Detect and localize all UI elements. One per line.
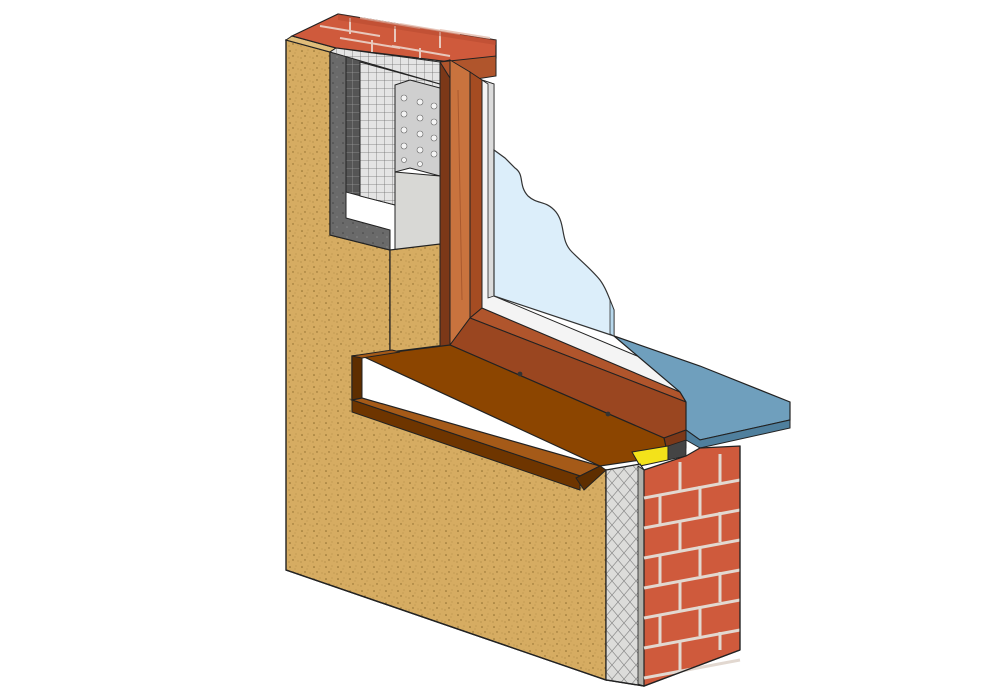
corner-profile <box>394 79 441 177</box>
exterior-sill <box>349 344 669 491</box>
insulation-reveal <box>389 243 447 353</box>
brick-wall <box>643 445 741 687</box>
glass-pane-edge <box>609 299 615 337</box>
exterior-insulation-block <box>394 171 441 251</box>
brick-lintel <box>290 13 497 63</box>
glass-pane <box>493 148 615 337</box>
window-frame <box>439 55 688 457</box>
